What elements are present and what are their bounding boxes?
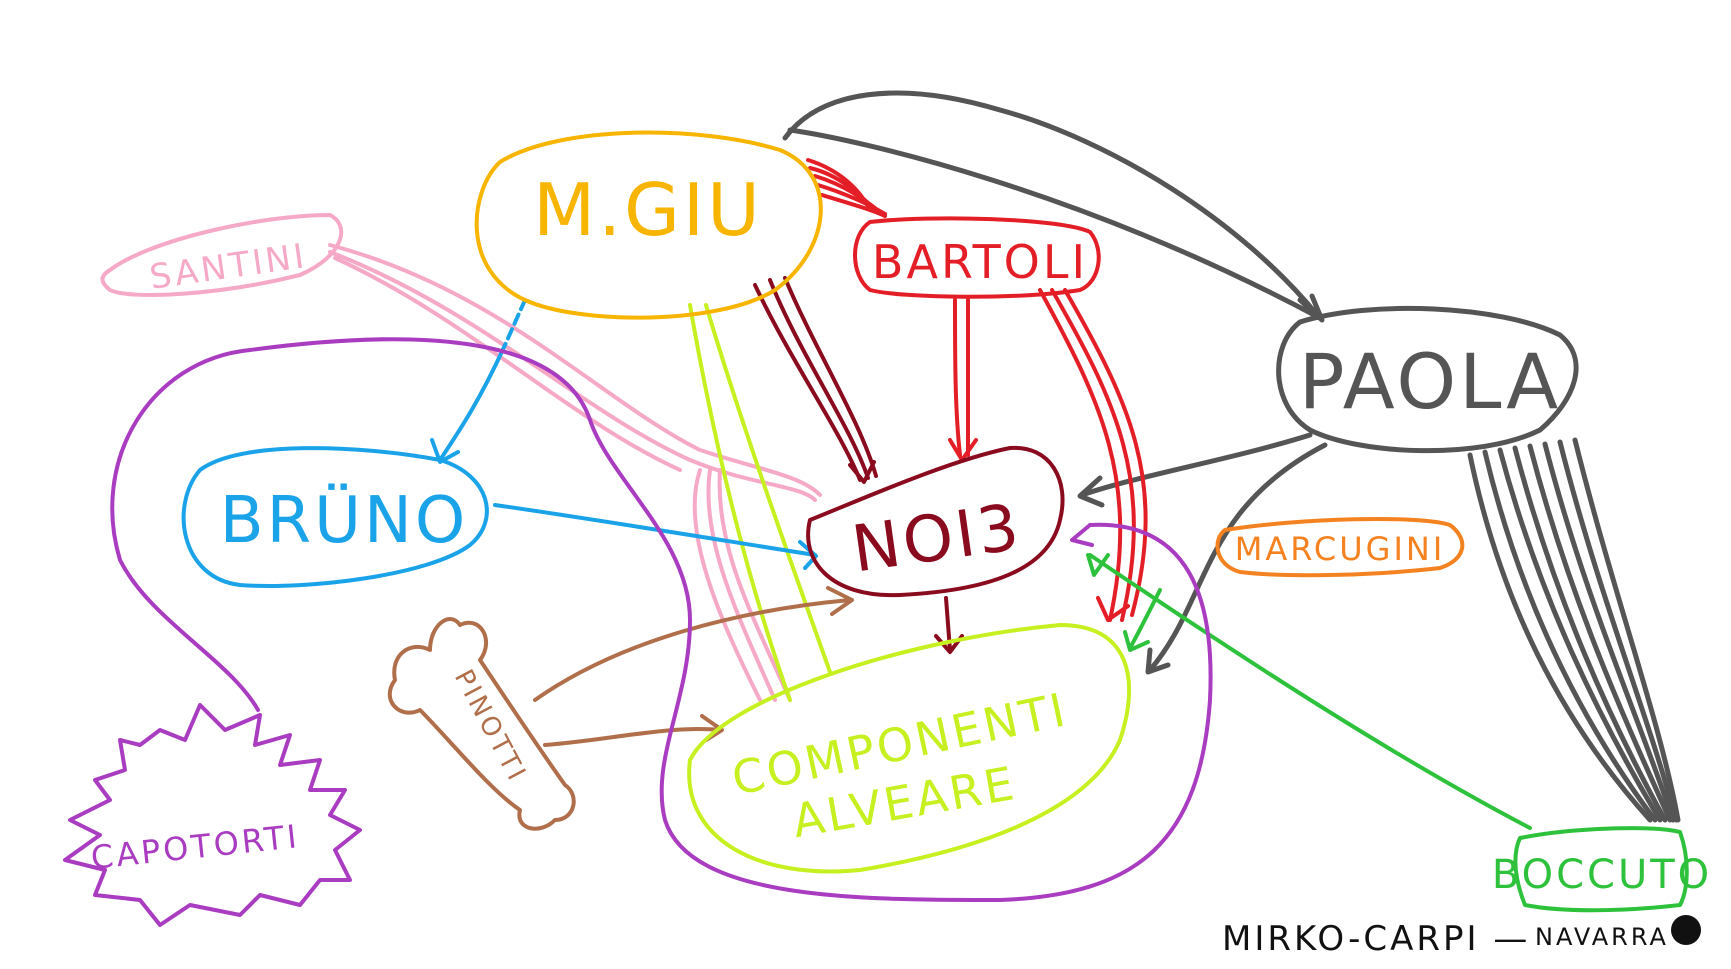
splat-icon xyxy=(63,703,362,927)
node-mgiu[interactable]: M.GIU xyxy=(474,130,823,320)
node-pinotti[interactable]: PINOTTI xyxy=(387,617,576,831)
connector-boccuto xyxy=(1086,553,1532,830)
connector-mgiu-paola xyxy=(782,90,1325,323)
bone-icon xyxy=(387,617,576,831)
node-paola-outline xyxy=(1276,305,1579,454)
node-pinotti-label: PINOTTI xyxy=(448,665,532,788)
node-capotorti[interactable]: CAPOTORTI xyxy=(63,703,362,927)
connector-mgiu-componenti xyxy=(688,303,832,702)
node-noi3-outline xyxy=(806,445,1065,598)
connector-santini xyxy=(328,243,822,702)
node-bartoli[interactable]: BARTOLI xyxy=(853,216,1101,299)
connector-mgiu-noi3 xyxy=(753,276,878,484)
node-paola-label: PAOLA xyxy=(1299,337,1562,426)
connector-pinotti xyxy=(533,586,854,747)
node-noi3[interactable]: NOI3 xyxy=(806,445,1065,598)
signature-right: NAVARRA xyxy=(1535,923,1669,951)
node-boccuto-outline xyxy=(1513,826,1689,913)
connector-paola-componenti xyxy=(1145,442,1328,675)
node-bruno-outline xyxy=(181,446,489,588)
connector-bruno-noi3 xyxy=(493,503,818,570)
connector-paola-noi3 xyxy=(1077,432,1313,508)
signature-left: MIRKO-CARPI — xyxy=(1222,919,1530,959)
connector-bartoli-noi3 xyxy=(948,298,978,462)
node-paola[interactable]: PAOLA xyxy=(1276,305,1579,454)
node-capotorti-label: CAPOTORTI xyxy=(89,817,301,877)
node-bruno-label: BRÜNO xyxy=(220,483,468,558)
connector-mgiu-bartoli xyxy=(806,158,887,218)
connector-bartoli-componenti xyxy=(1038,288,1148,622)
node-boccuto-label: BOCCUTO xyxy=(1492,852,1712,898)
node-bartoli-outline xyxy=(853,216,1101,299)
node-mgiu-label: M.GIU xyxy=(533,168,763,252)
node-bruno[interactable]: BRÜNO xyxy=(181,446,489,588)
node-santini-outline xyxy=(100,213,344,297)
node-boccuto[interactable]: BOCCUTO xyxy=(1492,826,1712,913)
node-santini[interactable]: SANTINI xyxy=(100,213,344,298)
connector-capotorti-loop xyxy=(110,337,1213,902)
node-marcugini[interactable]: MARCUGINI xyxy=(1215,517,1465,578)
connectors xyxy=(110,90,1681,902)
signature: MIRKO-CARPI — NAVARRA xyxy=(1222,915,1701,959)
node-componenti-alveare[interactable]: COMPONENTI ALVEARE xyxy=(687,623,1132,874)
node-componenti-outline xyxy=(687,623,1132,874)
node-marcugini-outline xyxy=(1215,517,1465,578)
node-marcugini-label: MARCUGINI xyxy=(1235,530,1446,568)
node-mgiu-outline xyxy=(474,130,823,320)
connector-paola-boccuto xyxy=(1467,437,1681,823)
signature-dot-icon xyxy=(1671,915,1701,945)
node-bartoli-label: BARTOLI xyxy=(872,235,1088,289)
node-noi3-label: NOI3 xyxy=(848,491,1026,588)
